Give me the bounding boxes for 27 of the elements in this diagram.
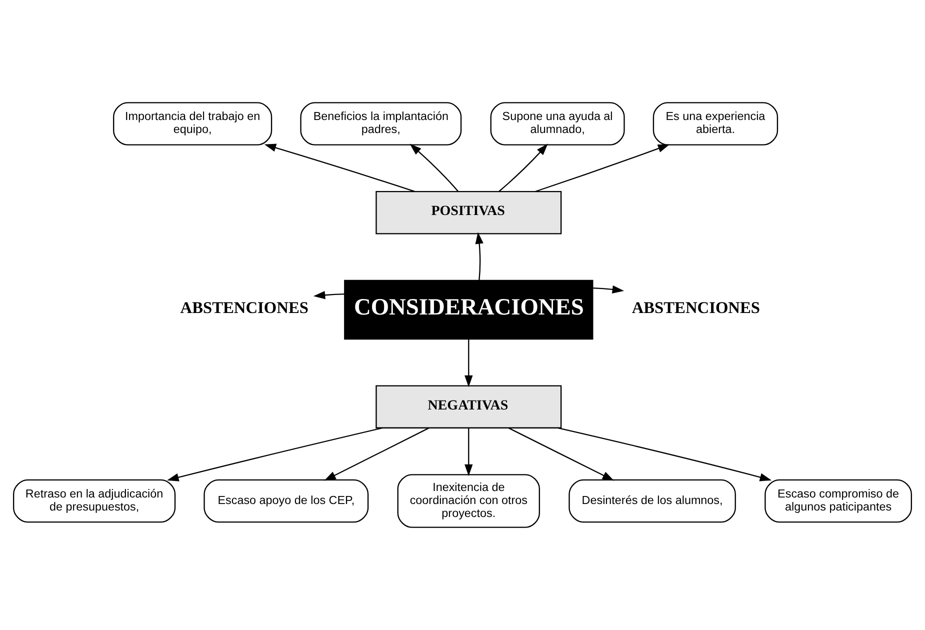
arrow <box>264 144 415 192</box>
arrow <box>558 427 772 482</box>
arrow <box>535 144 670 192</box>
node-box: Escaso apoyo de los CEP, <box>204 479 369 523</box>
arrow <box>592 285 624 294</box>
node-text: ABSTENCIONES <box>180 298 308 317</box>
arrow <box>324 427 430 481</box>
arrow <box>508 427 614 481</box>
arrow <box>313 291 345 300</box>
arrow <box>464 428 473 476</box>
node-box: CONSIDERACIONES <box>344 280 594 340</box>
node-box: Escaso compromiso de algunos paticipantes <box>764 479 912 523</box>
node-box: Desinterés de los alumnos, <box>568 479 736 523</box>
node-text: ABSTENCIONES <box>632 298 760 317</box>
node-box: Supone una ayuda al alumnado, <box>490 102 625 146</box>
node-box: NEGATIVAS <box>376 385 562 428</box>
arrow <box>464 339 473 388</box>
arrow <box>410 144 459 192</box>
node-box: Inexitencia de coordinación con otros proyectos. <box>397 474 540 528</box>
node-box: Retraso en la adjudicación de presupuestos, <box>13 479 176 523</box>
arrow <box>498 144 548 192</box>
arrow <box>167 427 383 482</box>
node-box: Es una experiencia abierta. <box>652 102 778 146</box>
arrow <box>475 232 484 280</box>
node-box: POSITIVAS <box>376 191 562 234</box>
node-box: Importancia del trabajo en equipo, <box>113 102 272 146</box>
node-box: Beneficios la implantación padres, <box>300 102 462 146</box>
